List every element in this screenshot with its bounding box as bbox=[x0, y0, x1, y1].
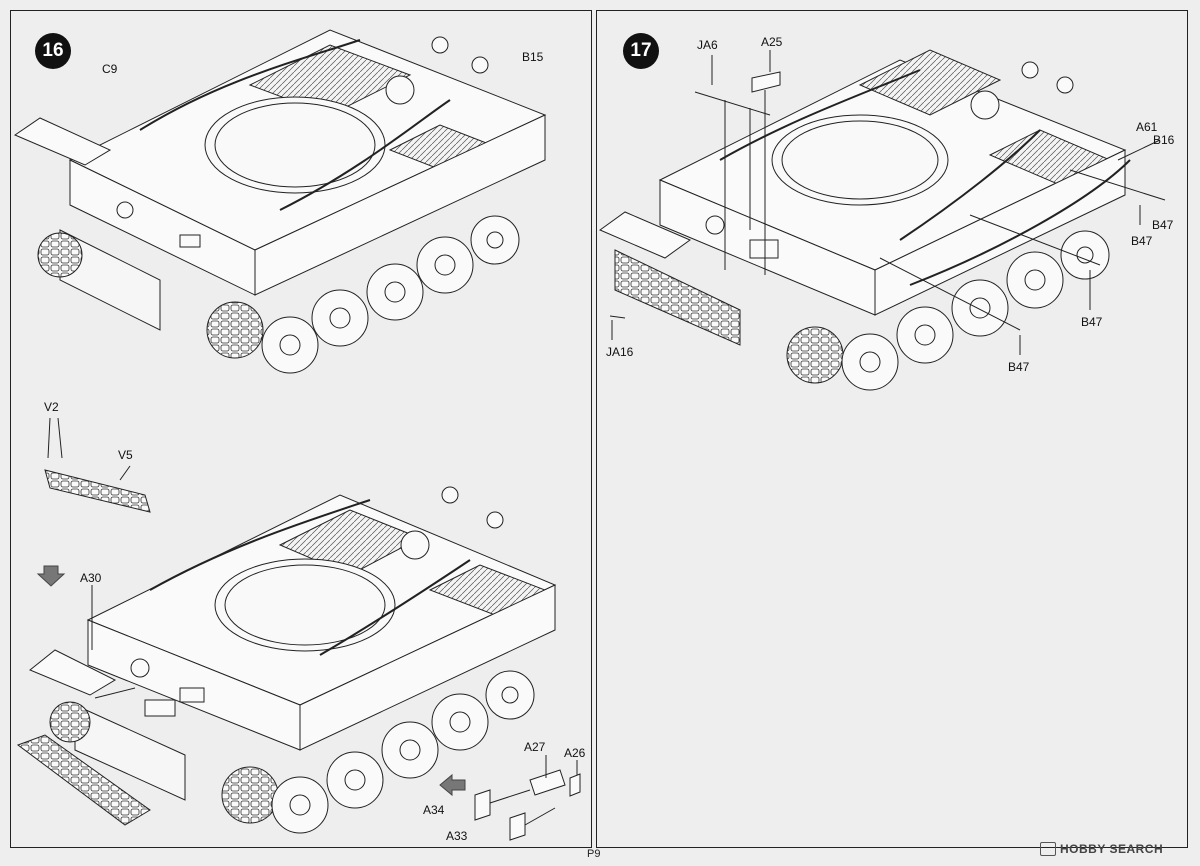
page-number: P9 bbox=[587, 848, 601, 860]
callout-a26: A26 bbox=[564, 746, 586, 760]
hull-bottom-left bbox=[29, 486, 557, 801]
down-arrow-icon bbox=[36, 565, 66, 587]
callout-b47-2: B47 bbox=[1131, 234, 1153, 248]
callout-a34: A34 bbox=[423, 803, 445, 817]
watermark-brand: HOBBY SEARCH bbox=[1060, 842, 1164, 856]
callout-b16: B16 bbox=[1153, 133, 1175, 147]
leader-lines-right bbox=[609, 50, 1166, 355]
callout-a61: A61 bbox=[1136, 120, 1158, 134]
track-link-v5 bbox=[44, 417, 151, 513]
hull-right bbox=[598, 49, 1131, 346]
road-wheels-bottom-left bbox=[221, 670, 535, 834]
callout-v5: V5 bbox=[118, 448, 133, 462]
callout-b47-4: B47 bbox=[1008, 360, 1030, 374]
callout-ja16: JA16 bbox=[606, 345, 634, 359]
callout-a30: A30 bbox=[80, 571, 102, 585]
callout-a25: A25 bbox=[761, 35, 783, 49]
step-number-badge-16: 16 bbox=[35, 33, 71, 69]
callout-b47-3: B47 bbox=[1081, 315, 1103, 329]
hull-top-left bbox=[13, 29, 547, 331]
small-parts-group bbox=[474, 755, 581, 841]
step-17-panel bbox=[596, 10, 1188, 848]
callout-b47-1: B47 bbox=[1152, 218, 1174, 232]
callout-a27: A27 bbox=[524, 740, 546, 754]
callout-c9: C9 bbox=[102, 62, 118, 76]
callout-v2: V2 bbox=[44, 400, 59, 414]
watermark: HOBBY SEARCH bbox=[1040, 842, 1163, 856]
callout-b15: B15 bbox=[522, 50, 544, 64]
road-wheels-right bbox=[786, 230, 1110, 391]
callout-a33: A33 bbox=[446, 829, 468, 843]
left-arrow-icon bbox=[439, 773, 466, 797]
road-wheels-top-left bbox=[206, 215, 520, 374]
step-16-panel bbox=[10, 10, 592, 848]
hobbysearch-logo-icon bbox=[1040, 842, 1056, 856]
step-number-badge-17: 17 bbox=[623, 33, 659, 69]
track-section-bottom-left bbox=[16, 734, 151, 826]
callout-ja6: JA6 bbox=[697, 38, 718, 52]
